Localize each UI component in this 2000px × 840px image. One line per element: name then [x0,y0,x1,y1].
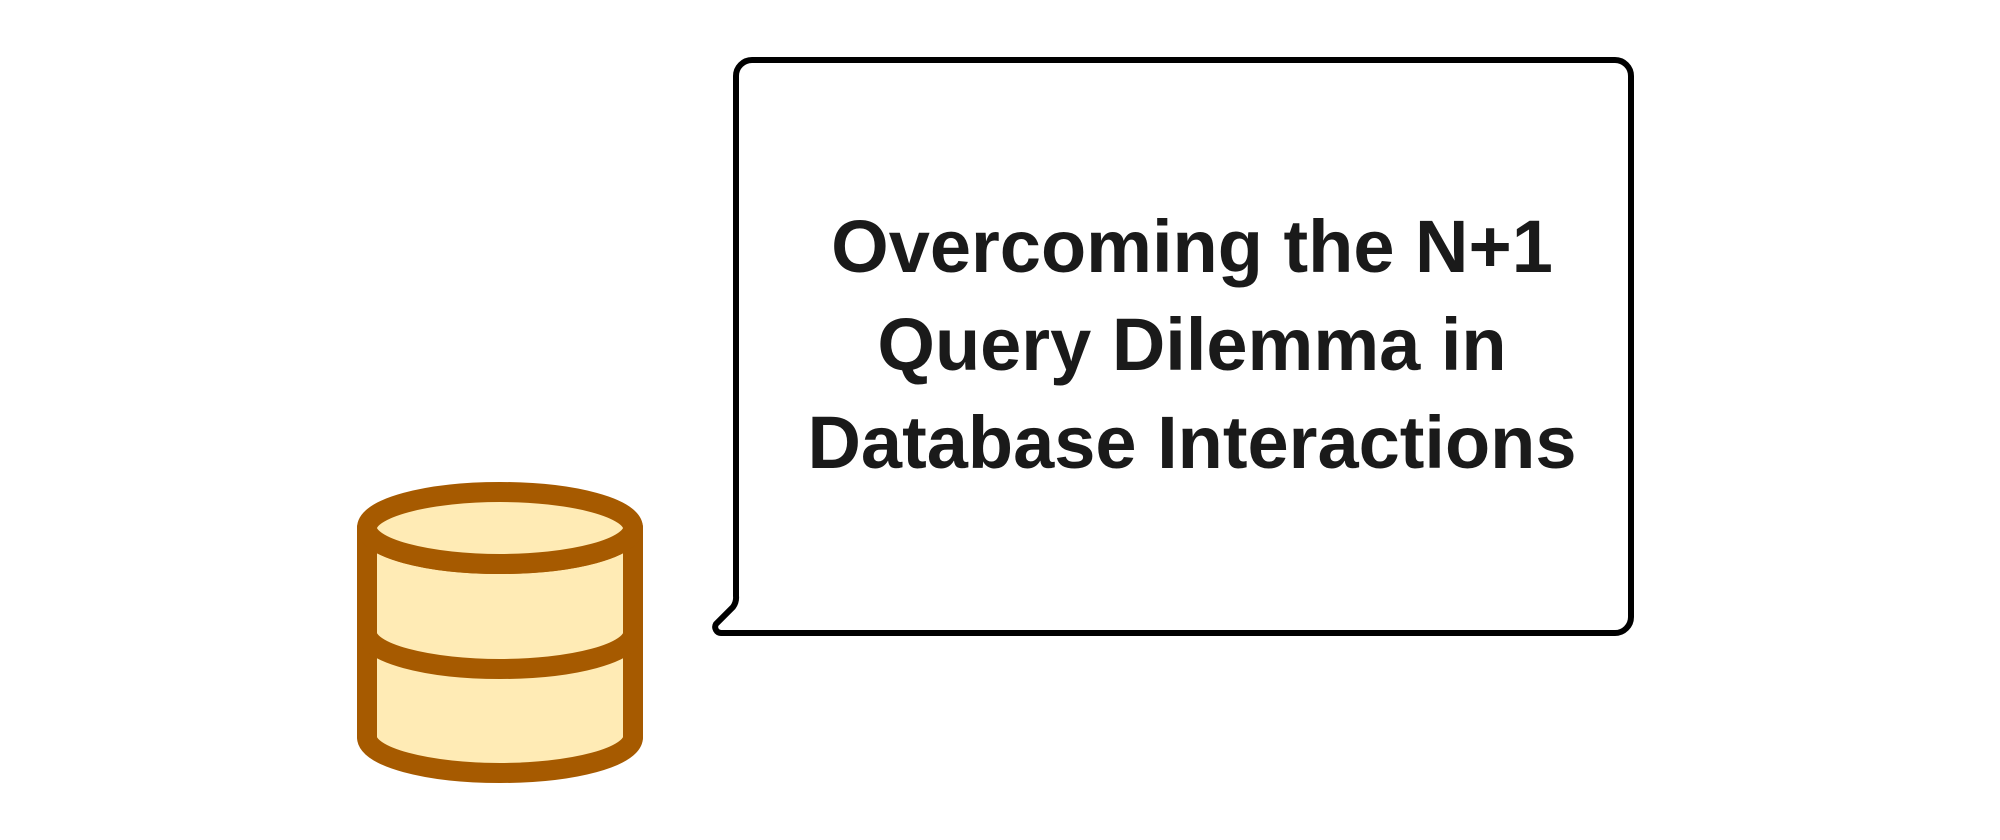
page-title: Overcoming the N+1 Query Dilemma in Data… [807,205,1577,484]
title-container: Overcoming the N+1 Query Dilemma in Data… [772,155,1612,535]
speech-bubble [712,57,1634,636]
database-icon [357,482,643,783]
